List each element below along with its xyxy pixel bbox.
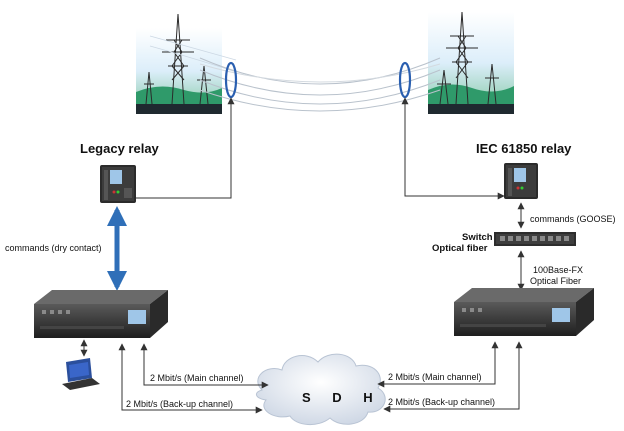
iec-relay-device[interactable] (504, 163, 538, 199)
right-multiplexer-rack[interactable] (454, 288, 594, 336)
sensor-links (123, 97, 505, 202)
commands-goose-label: commands (GOOSE) (530, 214, 616, 224)
right-power-line-scene (428, 11, 514, 114)
right-backup-channel-label: 2 Mbit/s (Back-up channel) (388, 397, 496, 407)
laptop-icon[interactable] (62, 358, 100, 390)
left-sensor-ring (224, 61, 238, 99)
switch-label: Switch (462, 232, 493, 243)
fx-label-line1: 100Base-FX (533, 265, 584, 275)
optical-fiber-label: Optical fiber (432, 243, 488, 254)
left-channel-links (118, 343, 269, 414)
right-sensor-ring (398, 61, 412, 99)
commands-dry-label: commands (dry contact) (5, 243, 102, 253)
left-power-line-scene (136, 13, 237, 114)
iec-relay-title: IEC 61850 relay (476, 141, 572, 156)
left-multiplexer-rack[interactable] (34, 290, 168, 338)
left-backup-channel-label: 2 Mbit/s (Back-up channel) (126, 399, 234, 409)
right-channel-links (377, 341, 523, 413)
right-main-channel-label: 2 Mbit/s (Main channel) (388, 372, 482, 382)
fx-label-line2: Optical Fiber (530, 276, 582, 286)
left-main-channel-label: 2 Mbit/s (Main channel) (150, 373, 244, 383)
legacy-relay-title: Legacy relay (80, 141, 159, 156)
legacy-relay-device[interactable] (100, 165, 136, 203)
sdh-label: S D H (302, 390, 382, 405)
optical-switch-device[interactable] (494, 232, 576, 246)
